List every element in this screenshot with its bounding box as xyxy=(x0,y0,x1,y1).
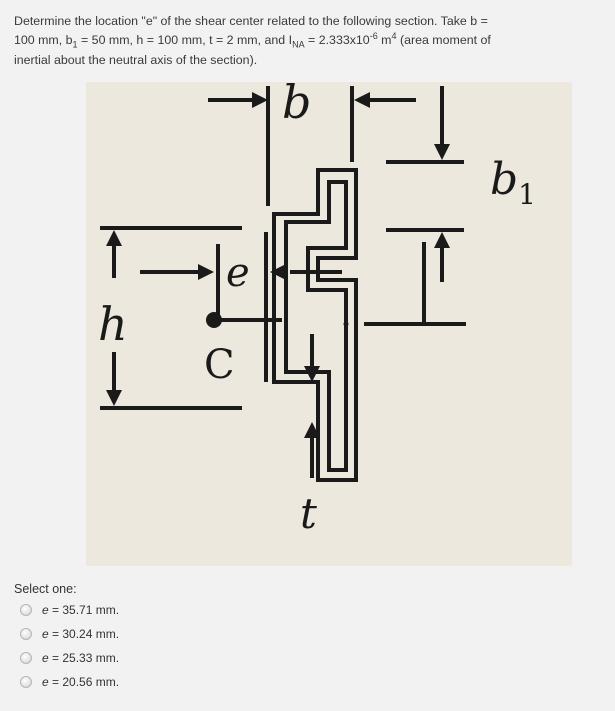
select-one-label: Select one: xyxy=(14,582,77,596)
h-arrow-bottom-head xyxy=(106,390,122,406)
b1-arrow-bottom-head xyxy=(434,232,450,248)
section-outline-outer xyxy=(272,168,358,482)
q-part: = 50 mm, h = 100 mm, t = 2 mm, and I xyxy=(77,33,293,48)
answer-option[interactable]: e = 35.71 mm. xyxy=(20,598,119,622)
radio-button[interactable] xyxy=(20,676,32,688)
e-arrow-right-head xyxy=(270,264,286,280)
radio-button[interactable] xyxy=(20,604,32,616)
section-diagram: b b1 h xyxy=(86,82,572,566)
question-line-1: Determine the location "e" of the shear … xyxy=(14,14,488,28)
label-c: C xyxy=(204,342,235,388)
label-b: b xyxy=(282,82,311,129)
q-part: (area moment of xyxy=(396,33,491,48)
section-outline-inner xyxy=(284,180,348,472)
q-sup: -6 xyxy=(369,31,378,41)
question-text: Determine the location "e" of the shear … xyxy=(14,14,574,68)
answer-option[interactable]: e = 30.24 mm. xyxy=(20,622,119,646)
radio-button[interactable] xyxy=(20,628,32,640)
q-part: = 2.333x10 xyxy=(304,33,370,48)
e-arrow-left-head xyxy=(198,264,214,280)
label-b1: b1 xyxy=(490,154,536,211)
question-line-3: inertial about the neutral axis of the s… xyxy=(14,52,258,67)
section-diagram-svg: b b1 h xyxy=(98,82,536,538)
question-line-2: 100 mm, b1 = 50 mm, h = 100 mm, t = 2 mm… xyxy=(14,29,574,53)
q-sub: NA xyxy=(292,39,305,50)
answer-option-label: e = 25.33 mm. xyxy=(42,651,120,665)
centroid-dot xyxy=(343,321,349,327)
h-arrow-top-head xyxy=(106,230,122,246)
b-arrow-right-head xyxy=(354,92,370,108)
q-part: 100 mm, b xyxy=(14,33,73,48)
answer-option-label: e = 20.56 mm. xyxy=(42,675,120,689)
answer-option[interactable]: e = 25.33 mm. xyxy=(20,646,119,670)
answer-option-label: e = 35.71 mm. xyxy=(42,603,120,617)
answer-option[interactable]: e = 20.56 mm. xyxy=(20,670,119,694)
label-t: t xyxy=(300,489,317,538)
b-arrow-left-head xyxy=(252,92,268,108)
answer-option-label: e = 30.24 mm. xyxy=(42,627,120,641)
q-sub: 1 xyxy=(72,39,78,50)
radio-button[interactable] xyxy=(20,652,32,664)
b1-arrow-top-head xyxy=(434,144,450,160)
q-part: m xyxy=(377,33,392,48)
label-h: h xyxy=(98,297,128,351)
q-sup: 4 xyxy=(391,31,397,41)
t-arrow-bottom-head xyxy=(304,422,320,438)
label-e: e xyxy=(226,250,250,296)
answer-options: e = 35.71 mm. e = 30.24 mm. e = 25.33 mm… xyxy=(20,598,119,694)
t-arrow-top-head xyxy=(304,366,320,382)
